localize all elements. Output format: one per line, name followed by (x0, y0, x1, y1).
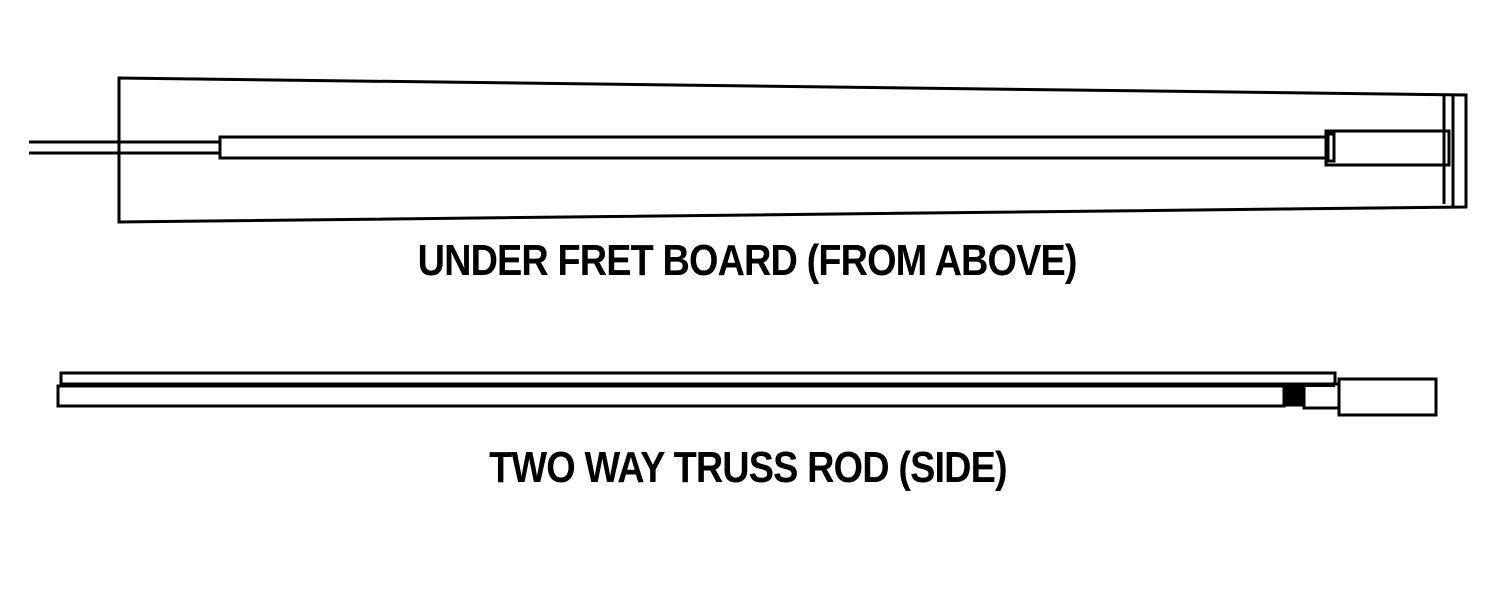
upper-rod (59, 371, 1337, 386)
lower-rod-top-edge (61, 384, 1335, 387)
adjuster-nut (1324, 129, 1451, 167)
top-view-caption-text: UNDER FRET BOARD (FROM ABOVE) (418, 236, 1078, 285)
fretboard-outline (117, 76, 1468, 224)
truss-rod-channel (218, 135, 1330, 160)
adjuster-barrel (1337, 377, 1438, 417)
collar (1302, 382, 1341, 410)
top-view-caption: UNDER FRET BOARD (FROM ABOVE) (0, 236, 1495, 286)
side-view-figure (56, 371, 1438, 417)
lower-rod (56, 384, 1286, 408)
top-view-figure (29, 76, 1468, 224)
side-view-caption-text: TWO WAY TRUSS ROD (SIDE) (488, 443, 1007, 492)
anchor-block (1285, 386, 1306, 407)
side-view-caption: TWO WAY TRUSS ROD (SIDE) (0, 443, 1495, 493)
